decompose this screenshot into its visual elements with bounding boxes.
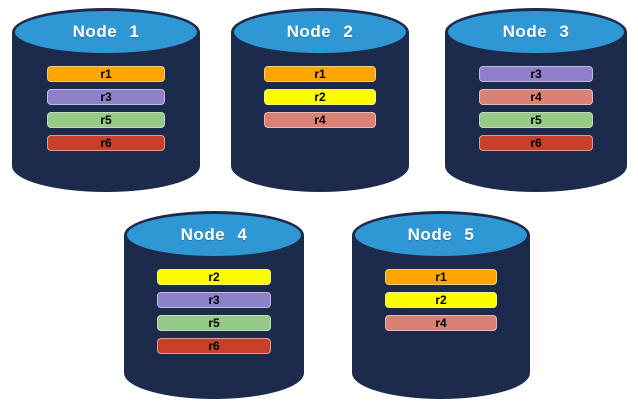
partition-bar-r6: r6 [157, 338, 271, 354]
cylinder-top-ellipse: Node 1 [12, 8, 200, 56]
partition-label: r3 [100, 90, 112, 104]
cylinder-top-ellipse: Node 5 [352, 211, 530, 259]
partition-list: r1 r2 r4 [231, 66, 409, 128]
cylinder-top-ellipse: Node 2 [231, 8, 409, 56]
partition-label: r2 [314, 90, 326, 104]
partition-bar-r5: r5 [46, 112, 166, 128]
partition-bar-r2: r2 [384, 292, 498, 308]
partition-label: r5 [530, 113, 542, 127]
partition-bar-r6: r6 [478, 135, 594, 151]
partition-label: r6 [530, 136, 542, 150]
node-cylinder-4: Node 4 r2 r3 r5 r6 [124, 211, 304, 399]
partition-label: r6 [208, 339, 220, 353]
partition-label: r4 [314, 113, 326, 127]
partition-label: r2 [435, 293, 447, 307]
partition-bar-r1: r1 [384, 269, 498, 285]
partition-bar-r2: r2 [263, 89, 377, 105]
partition-label: r3 [530, 67, 542, 81]
node-cylinder-3: Node 3 r3 r4 r5 r6 [445, 8, 627, 192]
node-title: Node 4 [180, 225, 248, 244]
partition-bar-r3: r3 [478, 66, 594, 82]
node-cylinder-1: Node 1 r1 r3 r5 r6 [12, 8, 200, 192]
partition-bar-r4: r4 [384, 315, 498, 331]
partition-bar-r3: r3 [46, 89, 166, 105]
partition-bar-r5: r5 [157, 315, 271, 331]
cylinder-top-ellipse: Node 3 [445, 8, 627, 56]
node-title: Node 1 [72, 22, 140, 41]
node-cylinder-2: Node 2 r1 r2 r4 [231, 8, 409, 192]
partition-bar-r3: r3 [157, 292, 271, 308]
partition-bar-r1: r1 [263, 66, 377, 82]
node-title: Node 5 [407, 225, 475, 244]
partition-bar-r4: r4 [478, 89, 594, 105]
partition-bar-r6: r6 [46, 135, 166, 151]
partition-label: r1 [100, 67, 112, 81]
partition-bar-r4: r4 [263, 112, 377, 128]
partition-list: r1 r2 r4 [352, 269, 530, 331]
partition-label: r5 [208, 316, 220, 330]
node-title: Node 2 [286, 22, 354, 41]
node-title: Node 3 [502, 22, 570, 41]
cylinder-top-ellipse: Node 4 [124, 211, 304, 259]
partition-label: r1 [435, 270, 447, 284]
partition-label: r4 [530, 90, 542, 104]
partition-bar-r2: r2 [157, 269, 271, 285]
partition-bar-r5: r5 [478, 112, 594, 128]
cylinder-body [12, 31, 200, 192]
partition-label: r3 [208, 293, 220, 307]
cylinder-body [445, 31, 627, 192]
node-cylinder-5: Node 5 r1 r2 r4 [352, 211, 530, 399]
partition-list: r1 r3 r5 r6 [12, 66, 200, 151]
partition-label: r2 [208, 270, 220, 284]
partition-label: r6 [100, 136, 112, 150]
partition-label: r5 [100, 113, 112, 127]
partition-bar-r1: r1 [46, 66, 166, 82]
partition-label: r4 [435, 316, 447, 330]
partition-label: r1 [314, 67, 326, 81]
partition-list: r2 r3 r5 r6 [124, 269, 304, 354]
cylinder-body [231, 31, 409, 192]
partition-list: r3 r4 r5 r6 [445, 66, 627, 151]
